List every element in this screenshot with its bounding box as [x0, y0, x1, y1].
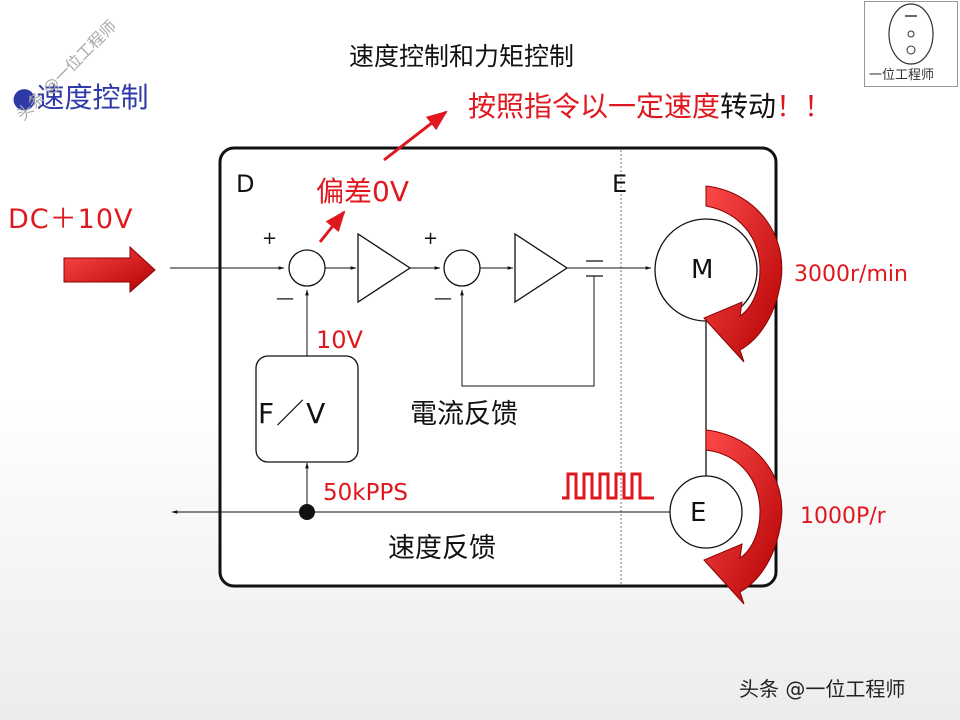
- bullet-icon: ●: [12, 81, 37, 114]
- summing-junction-1: [288, 249, 326, 287]
- credit-text: 头条 @一位工程师: [739, 677, 906, 701]
- motor-speed-label: 3000r/min: [794, 262, 908, 287]
- input-arrow-icon: [63, 245, 156, 294]
- minus-sign-2: —: [434, 288, 452, 309]
- annotation-tail-text: ！！: [776, 90, 833, 123]
- annotation-dark-text: 转动: [720, 90, 777, 123]
- error-pointer-arrow: [318, 210, 346, 243]
- error-label: 偏差0V: [316, 175, 409, 208]
- device-e-label: E: [612, 170, 628, 198]
- device-d-label: D: [236, 170, 255, 198]
- fv-converter-label: F／V: [258, 397, 328, 430]
- pulse-train-icon: [562, 472, 654, 500]
- encoder-label: E: [690, 498, 707, 528]
- encoder-rotation-arrow-icon: [703, 429, 783, 605]
- feedback-voltage-label: 10V: [316, 326, 363, 354]
- junction-dot: [299, 504, 315, 520]
- speed-feedback-label: 速度反馈: [388, 533, 496, 564]
- current-feedback-loop: [460, 276, 595, 387]
- annotation-red-text: 按照指令以一定速度: [468, 90, 721, 123]
- annotation-pointer-arrow: [383, 110, 448, 162]
- page-title: 速度控制和力矩控制: [349, 42, 575, 71]
- minus-sign-1: —: [276, 288, 294, 309]
- current-feedback-label: 電流反馈: [410, 399, 518, 430]
- input-voltage-label: DC＋10V: [8, 204, 134, 235]
- section-heading-text: 速度控制: [36, 81, 149, 114]
- plus-sign-1: +: [262, 228, 278, 249]
- logo-caption: 一位工程师: [869, 68, 935, 83]
- logo-emblem-icon: [888, 3, 934, 65]
- encoder-circle: [669, 475, 743, 549]
- current-amplifier: [514, 232, 569, 304]
- pulse-rate-label: 50kPPS: [323, 480, 408, 506]
- speed-amplifier: [357, 232, 412, 304]
- plus-sign-2: +: [423, 228, 439, 249]
- summing-junction-2: [443, 249, 481, 287]
- motor-label: M: [691, 255, 714, 285]
- annotation-note: 按照指令以一定速度转动！！: [468, 93, 832, 121]
- encoder-resolution-label: 1000P/r: [800, 504, 886, 529]
- motor-rotation-arrow-icon: [703, 185, 783, 363]
- section-heading: ●速度控制: [12, 84, 148, 112]
- brand-logo: [864, 1, 958, 87]
